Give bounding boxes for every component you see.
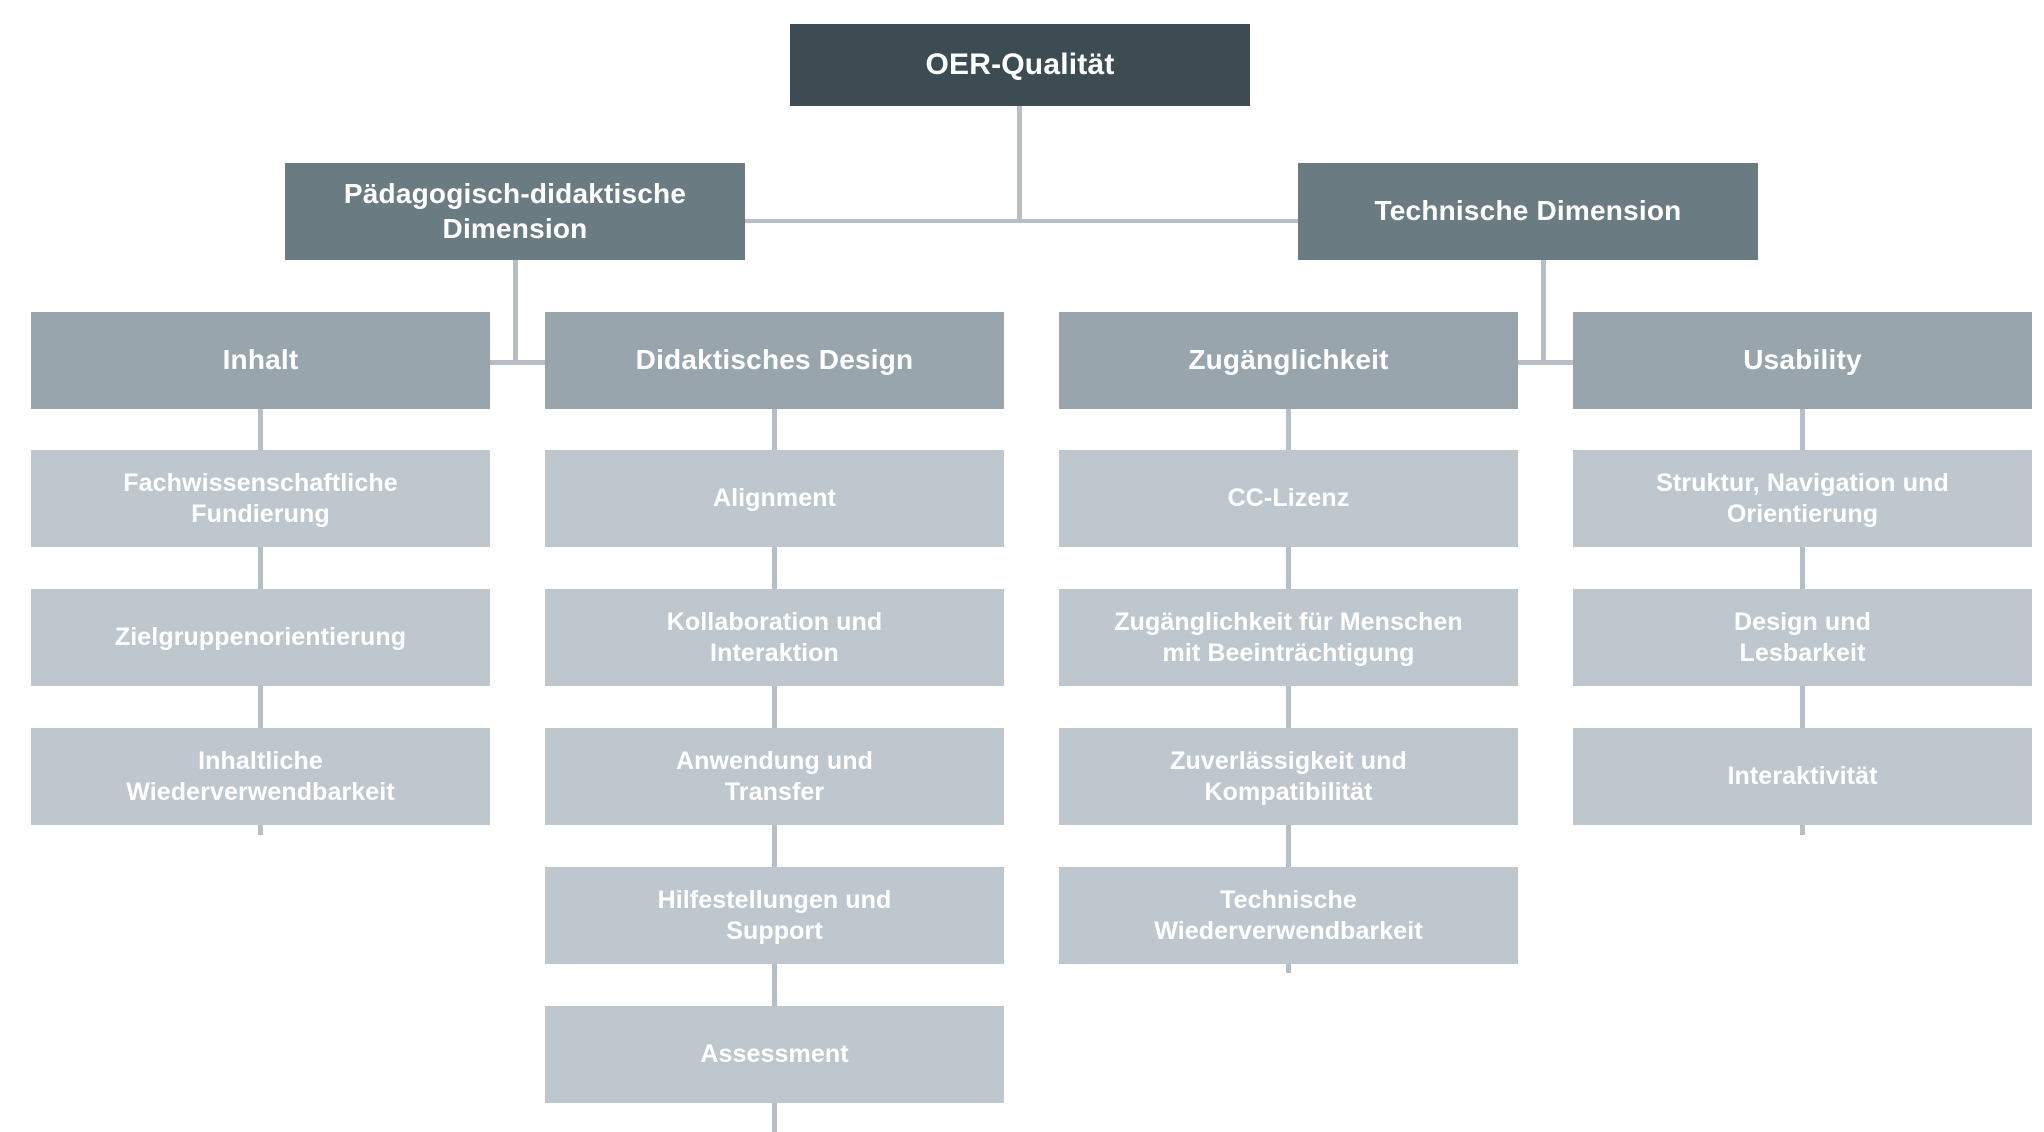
node-criterion-cc-lizenz[interactable]: CC-Lizenz (1059, 450, 1518, 547)
node-criterion-struktur-navigation-und-orientierung[interactable]: Struktur, Navigation und Orientierung (1573, 450, 2032, 547)
node-criterion-zugaenglichkeit-fuer-menschen-mit-beeintraechtigung[interactable]: Zugänglichkeit für Menschen mit Beeinträ… (1059, 589, 1518, 686)
node-label: CC-Lizenz (1227, 484, 1350, 513)
node-category-didaktisches-design[interactable]: Didaktisches Design (545, 312, 1004, 409)
node-label: Fachwissenschaftliche Fundierung (123, 469, 398, 528)
node-label: Didaktisches Design (635, 344, 914, 376)
node-label: Alignment (712, 484, 837, 513)
connector-root-stem (1017, 105, 1022, 222)
node-category-usability[interactable]: Usability (1573, 312, 2032, 409)
connector-dimension-bus (744, 219, 1299, 223)
node-label: Usability (1743, 344, 1862, 376)
node-label: Inhaltliche Wiederverwendbarkeit (126, 747, 395, 806)
node-criterion-hilfestellungen-und-support[interactable]: Hilfestellungen und Support (545, 867, 1004, 964)
node-criterion-alignment[interactable]: Alignment (545, 450, 1004, 547)
node-label: Zugänglichkeit (1188, 344, 1389, 376)
connector-didaktisches-spine (772, 312, 777, 1132)
node-criterion-technische-wiederverwendbarkeit[interactable]: Technische Wiederverwendbarkeit (1059, 867, 1518, 964)
node-label: Kollaboration und Interaktion (666, 608, 883, 667)
node-criterion-kollaboration-und-interaktion[interactable]: Kollaboration und Interaktion (545, 589, 1004, 686)
node-category-zugaenglichkeit[interactable]: Zugänglichkeit (1059, 312, 1518, 409)
node-label: OER-Qualität (925, 47, 1115, 81)
node-criterion-anwendung-und-transfer[interactable]: Anwendung und Transfer (545, 728, 1004, 825)
node-criterion-fachwissenschaftliche-fundierung[interactable]: Fachwissenschaftliche Fundierung (31, 450, 490, 547)
connector-pedagogic-category-bus (486, 360, 550, 365)
node-label: Anwendung und Transfer (675, 747, 874, 806)
node-label: Zielgruppenorientierung (114, 623, 407, 652)
node-criterion-assessment[interactable]: Assessment (545, 1006, 1004, 1103)
node-oer-qualitaet[interactable]: OER-Qualität (790, 24, 1250, 106)
node-label: Inhalt (222, 344, 299, 376)
node-paedagogisch-didaktische-dimension[interactable]: Pädagogisch-didaktische Dimension (285, 163, 745, 260)
node-label: Pädagogisch-didaktische Dimension (343, 178, 687, 244)
node-criterion-interaktivitaet[interactable]: Interaktivität (1573, 728, 2032, 825)
node-label: Hilfestellungen und Support (657, 886, 892, 945)
node-label: Interaktivität (1727, 762, 1878, 791)
connector-pedagogic-stem (513, 207, 518, 363)
node-criterion-zielgruppenorientierung[interactable]: Zielgruppenorientierung (31, 589, 490, 686)
node-label: Assessment (700, 1040, 849, 1069)
node-label: Struktur, Navigation und Orientierung (1656, 469, 1949, 528)
node-criterion-design-und-lesbarkeit[interactable]: Design und Lesbarkeit (1573, 589, 2032, 686)
node-label: Technische Dimension (1374, 195, 1682, 227)
node-label: Zugänglichkeit für Menschen mit Beeinträ… (1114, 608, 1463, 667)
node-label: Zuverlässigkeit und Kompatibilität (1170, 747, 1407, 806)
node-label: Design und Lesbarkeit (1733, 608, 1872, 667)
connector-inhalt-spine (258, 312, 263, 835)
connector-technical-category-bus (1514, 360, 1578, 365)
node-technische-dimension[interactable]: Technische Dimension (1298, 163, 1758, 260)
node-category-inhalt[interactable]: Inhalt (31, 312, 490, 409)
node-criterion-inhaltliche-wiederverwendbarkeit[interactable]: Inhaltliche Wiederverwendbarkeit (31, 728, 490, 825)
node-criterion-zuverlaessigkeit-und-kompatibilitaet[interactable]: Zuverlässigkeit und Kompatibilität (1059, 728, 1518, 825)
connector-usability-spine (1800, 312, 1805, 835)
connector-technical-stem (1541, 207, 1546, 363)
node-label: Technische Wiederverwendbarkeit (1154, 886, 1423, 945)
